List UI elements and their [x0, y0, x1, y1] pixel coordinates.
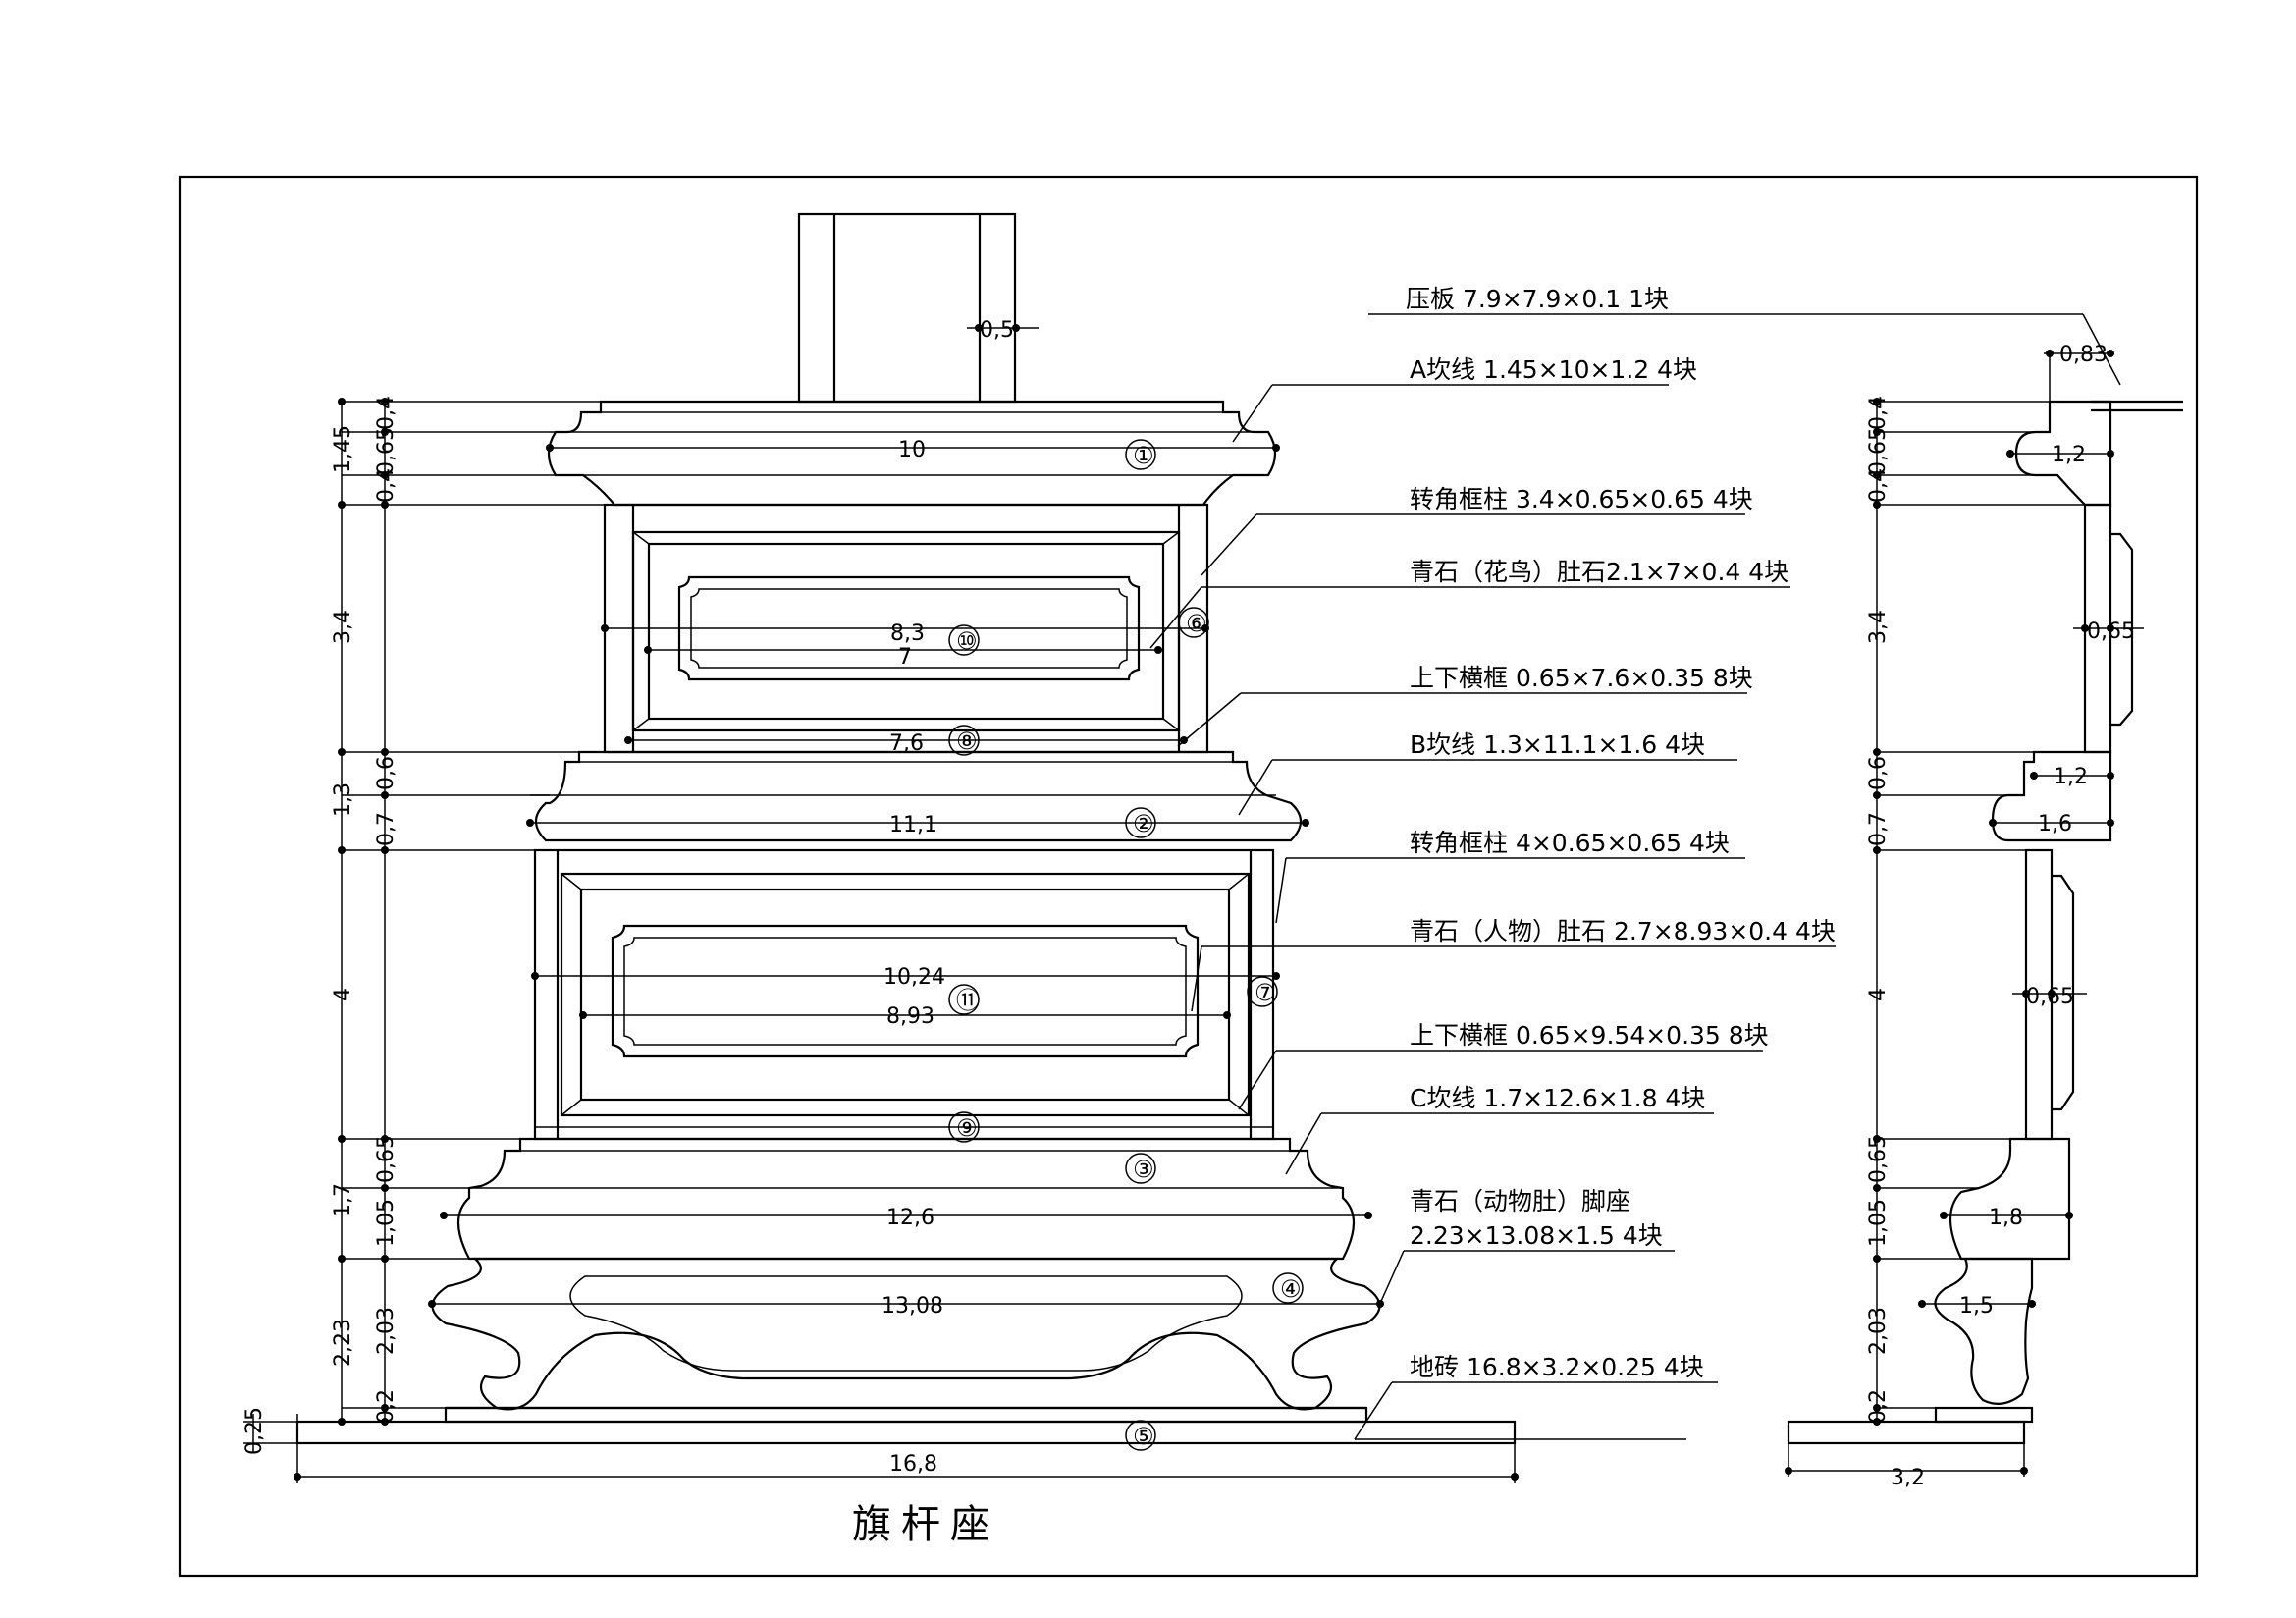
callout-pressure-plate: 压板 7.9×7.9×0.1 1块 [1406, 285, 1669, 313]
callout-panel-flowers-birds: 青石（花鸟）肚石2.1×7×0.4 4块 [1410, 558, 1789, 586]
vdim-b-bot: 0,7 [374, 812, 399, 846]
lower-frame [533, 848, 1275, 1141]
callout-corner-post-1: 转角框柱 3.4×0.65×0.65 4块 [1410, 485, 1753, 513]
side-elevation: 0,83 1,2 0,65 1,2 1,6 0,65 1,8 [1785, 343, 2183, 1490]
pole-width-dim: 0,5 [980, 318, 1014, 343]
foot-plinth [444, 1406, 1368, 1424]
callout-moulding-c: C坎线 1.7×12.6×1.8 4块 [1410, 1084, 1705, 1112]
foot-block [431, 1257, 1381, 1411]
vdim-slab: 0,25 [242, 1407, 267, 1455]
vdim-frame2: 4 [331, 988, 355, 1001]
vdim-c-bot: 1,05 [374, 1199, 399, 1247]
side-panel-1 [2110, 532, 2134, 727]
vdim-foot-plinth: 0,2 [374, 1389, 399, 1424]
vdim-b-top: 0,6 [374, 756, 399, 790]
upper-panel-outer [631, 530, 1181, 732]
part-number-3: ③ [1133, 1156, 1154, 1183]
callout-rails-1: 上下横框 0.65×7.6×0.35 8块 [1410, 664, 1753, 692]
side-vdim-foot: 2,03 [1866, 1307, 1891, 1355]
vdim-foot-total: 2,23 [331, 1319, 355, 1367]
upper-frame-width: 8,3 [890, 621, 925, 646]
front-vertical-dims: 1,45 0,4 0,65 0,4 3,4 1,3 0,6 0,7 4 1,7 … [242, 396, 605, 1455]
moulding-a-width: 10 [898, 438, 926, 462]
side-panel-2 [2052, 874, 2075, 1111]
side-vdim-a-top: 0,4 [1866, 396, 1891, 430]
callout-leaders [1149, 313, 2121, 1440]
vdim-c-top: 0,65 [374, 1135, 399, 1183]
vdim-frame1: 3,4 [331, 610, 355, 644]
side-moulding-a [2014, 400, 2112, 507]
lower-panel-width: 8,93 [886, 1004, 934, 1029]
side-post1-dim: 0,65 [2087, 620, 2135, 644]
moulding-b [534, 750, 1303, 842]
side-post2-dim: 0,65 [2026, 985, 2074, 1009]
front-elevation: 0,5 10 8,3 7 7,6 11,1 [242, 212, 1519, 1547]
side-base-depth: 3,2 [1891, 1466, 1925, 1490]
callout-corner-post-2: 转角框柱 4×0.65×0.65 4块 [1410, 829, 1730, 857]
side-b-upper: 1,2 [2054, 765, 2088, 789]
callout-panel-figures: 青石（人物）肚石 2.7×8.93×0.4 4块 [1410, 917, 1836, 945]
base-width: 16,8 [889, 1452, 937, 1477]
lower-relief-panel [611, 924, 1200, 1058]
side-c-depth: 1,8 [1989, 1206, 2023, 1230]
side-plate-dim: 0,83 [2059, 343, 2108, 367]
lower-frame-width: 10,24 [883, 965, 945, 990]
drawing-border [178, 175, 2199, 1578]
moulding-b-width: 11,1 [889, 813, 937, 837]
callout-rails-2: 上下横框 0.65×9.54×0.35 8块 [1410, 1021, 1769, 1050]
part-number-4: ④ [1280, 1275, 1302, 1303]
part-number-10: ⑩ [956, 627, 978, 655]
side-vdim-b-bot: 0,7 [1866, 812, 1891, 846]
callout-foot-line2: 2.23×13.08×1.5 4块 [1410, 1221, 1663, 1250]
upper-panel-width: 7 [898, 645, 912, 670]
lower-panel-outer [560, 872, 1251, 1117]
side-a-depth: 1,2 [2052, 443, 2086, 467]
vdim-c-total: 1,7 [331, 1183, 355, 1217]
part-number-8: ⑧ [956, 728, 978, 755]
side-foot [1934, 1257, 2034, 1405]
vdim-a-top: 0,4 [374, 396, 399, 430]
part-number-11: ⑪ [956, 987, 980, 1014]
part-number-9: ⑨ [956, 1114, 978, 1142]
drawing-title: 旗杆座 [852, 1502, 999, 1547]
side-base-slab [1787, 1420, 2026, 1445]
side-vdim-frame2: 4 [1866, 988, 1891, 1001]
side-vdim-plinth: 0,2 [1866, 1389, 1891, 1424]
part-number-2: ② [1133, 810, 1154, 837]
vdim-foot: 2,03 [374, 1307, 399, 1355]
side-moulding-c [1949, 1137, 2071, 1261]
callout-moulding-b: B坎线 1.3×11.1×1.6 4块 [1410, 730, 1705, 759]
part-number-6: ⑥ [1186, 610, 1207, 637]
base-slab [295, 1420, 1517, 1445]
moulding-c-width: 12,6 [886, 1206, 934, 1230]
side-vdim-c-bot: 1,05 [1866, 1199, 1891, 1247]
vdim-a-total: 1,45 [331, 425, 355, 473]
side-vdim-a-mid: 0,65 [1866, 427, 1891, 475]
side-vdim-a-bot: 0,4 [1866, 468, 1891, 503]
callout-labels: 压板 7.9×7.9×0.1 1块 A坎线 1.45×10×1.2 4块 转角框… [1406, 285, 1836, 1381]
vdim-a-mid: 0,65 [374, 427, 399, 475]
side-b-depth: 1,6 [2038, 812, 2072, 836]
part-number-5: ⑤ [1133, 1423, 1154, 1450]
flag-pole [797, 212, 1017, 404]
side-moulding-b [1991, 750, 2112, 842]
part-number-7: ⑦ [1255, 979, 1276, 1006]
moulding-c [457, 1137, 1355, 1261]
callout-foot-line1: 青石（动物肚）脚座 [1410, 1187, 1630, 1215]
part-number-1: ① [1133, 442, 1154, 469]
side-vdim-frame1: 3,4 [1866, 610, 1891, 644]
upper-relief-panel [677, 575, 1141, 681]
callout-floor-tile: 地砖 16.8×3.2×0.25 4块 [1410, 1353, 1704, 1381]
side-foot-depth: 1,5 [1959, 1294, 1994, 1319]
callout-moulding-a: A坎线 1.45×10×1.2 4块 [1410, 355, 1697, 384]
side-vdim-c-top: 0,65 [1866, 1135, 1891, 1183]
foot-width: 13,08 [881, 1294, 943, 1319]
vdim-a-bot: 0,4 [374, 468, 399, 503]
part-numbers: ① ② ③ ④ ⑤ ⑥ ⑦ ⑧ ⑨ ⑩ ⑪ [948, 439, 1304, 1451]
side-vdim-b-top: 0,6 [1866, 756, 1891, 790]
vdim-b-total: 1,3 [331, 782, 355, 817]
